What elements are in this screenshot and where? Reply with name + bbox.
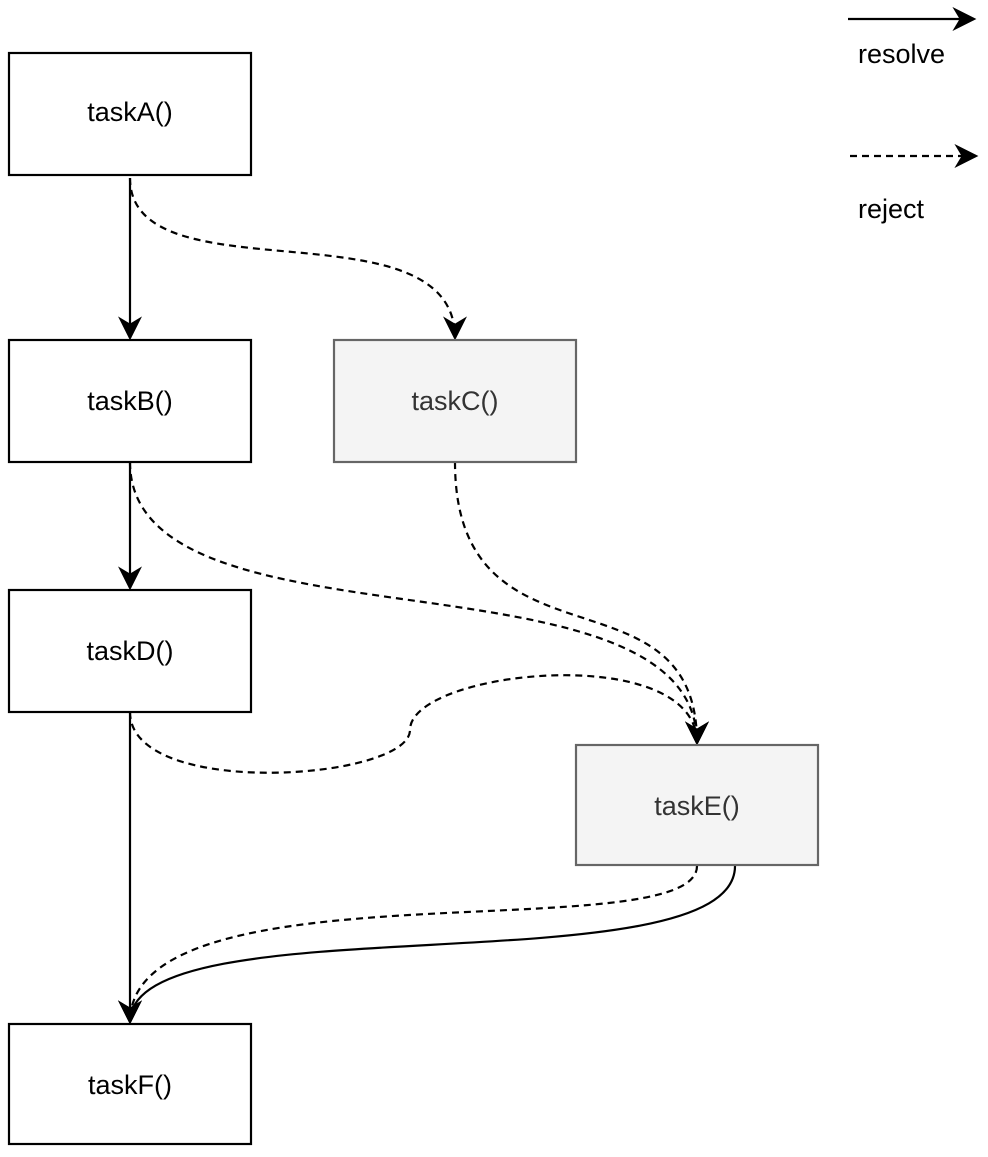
node-taskD-label: taskD() xyxy=(87,636,174,666)
node-taskE-label: taskE() xyxy=(654,791,740,821)
node-taskD: taskD() xyxy=(7,588,253,714)
edges xyxy=(118,177,737,1025)
node-taskB-label: taskB() xyxy=(87,386,173,416)
edge-taskC-taskE-reject xyxy=(453,461,709,746)
node-taskB: taskB() xyxy=(7,338,253,464)
legend-reject-label: reject xyxy=(858,194,925,224)
node-taskE: taskE() xyxy=(574,743,820,867)
legend: resolve reject xyxy=(848,7,979,224)
node-taskA-box xyxy=(7,51,253,177)
node-taskE-box xyxy=(574,743,820,867)
node-taskC-label: taskC() xyxy=(412,386,499,416)
node-taskF: taskF() xyxy=(7,1022,253,1146)
edge-taskE-taskF-resolve xyxy=(118,865,737,1025)
node-taskC: taskC() xyxy=(332,338,578,464)
edge-taskE-taskF-reject xyxy=(118,865,699,1025)
node-taskF-box xyxy=(7,1022,253,1146)
node-taskA-label: taskA() xyxy=(87,97,173,127)
node-taskD-box xyxy=(7,588,253,714)
edge-taskB-taskE-reject xyxy=(128,461,709,746)
node-taskF-label: taskF() xyxy=(88,1070,172,1100)
node-taskC-box xyxy=(332,338,578,464)
edge-taskA-taskC-reject xyxy=(128,177,467,341)
legend-resolve-label: resolve xyxy=(858,39,945,69)
node-taskB-box xyxy=(7,338,253,464)
node-taskA: taskA() xyxy=(7,51,253,177)
